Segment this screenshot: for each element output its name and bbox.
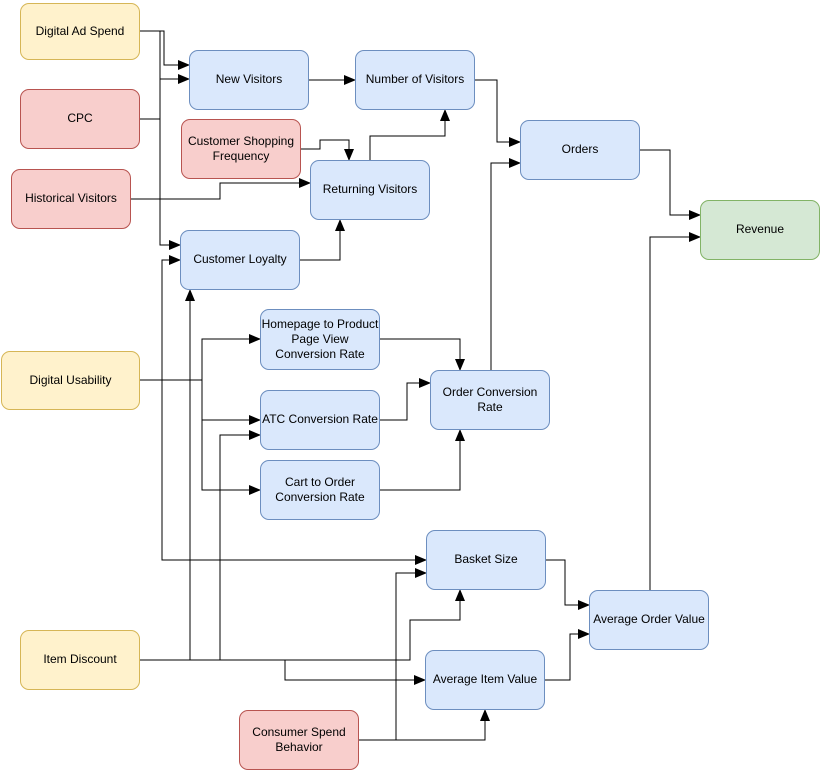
node-label: ATC Conversion Rate bbox=[262, 412, 378, 427]
node-consumer-spend-behavior[interactable]: Consumer Spend Behavior bbox=[239, 710, 359, 770]
edge-average-order-value-to-revenue bbox=[649, 232, 701, 590]
node-cpc[interactable]: CPC bbox=[20, 89, 140, 149]
edge-basket-size-to-average-order-value bbox=[546, 559, 590, 610]
node-atc-cr[interactable]: ATC Conversion Rate bbox=[260, 390, 380, 450]
edge-customer-shopping-frequency-to-returning-visitors bbox=[301, 139, 354, 161]
node-basket-size[interactable]: Basket Size bbox=[426, 530, 546, 590]
node-orders[interactable]: Orders bbox=[520, 120, 640, 180]
edge-item-discount-to-average-item-value bbox=[140, 659, 426, 685]
node-label: Basket Size bbox=[454, 552, 518, 567]
node-label: CPC bbox=[67, 111, 93, 126]
edge-homepage-to-product-cr-to-order-cr bbox=[380, 338, 465, 371]
node-item-discount[interactable]: Item Discount bbox=[20, 630, 140, 690]
node-label: New Visitors bbox=[215, 72, 283, 87]
node-label: Historical Visitors bbox=[25, 191, 117, 206]
node-label: Returning Visitors bbox=[322, 182, 418, 197]
node-label: Customer Shopping Frequency bbox=[187, 133, 295, 163]
edge-number-of-visitors-to-orders bbox=[475, 79, 521, 147]
node-digital-usability[interactable]: Digital Usability bbox=[1, 351, 140, 410]
edge-atc-cr-to-order-cr bbox=[380, 378, 431, 421]
node-returning-visitors[interactable]: Returning Visitors bbox=[310, 160, 430, 220]
node-label: Customer Loyalty bbox=[193, 252, 287, 267]
node-label: Number of Visitors bbox=[365, 72, 465, 87]
node-digital-ad-spend[interactable]: Digital Ad Spend bbox=[20, 3, 140, 60]
edge-consumer-spend-behavior-to-average-item-value bbox=[359, 709, 490, 741]
node-average-item-value[interactable]: Average Item Value bbox=[425, 650, 545, 710]
node-label: Average Item Value bbox=[432, 672, 538, 687]
edge-digital-usability-to-basket-size bbox=[140, 379, 427, 565]
node-number-of-visitors[interactable]: Number of Visitors bbox=[355, 50, 475, 110]
node-historical-visitors[interactable]: Historical Visitors bbox=[11, 169, 131, 229]
edge-average-item-value-to-average-order-value bbox=[545, 629, 590, 681]
node-average-order-value[interactable]: Average Order Value bbox=[589, 590, 709, 650]
node-order-cr[interactable]: Order Conversion Rate bbox=[430, 370, 550, 430]
node-customer-loyalty[interactable]: Customer Loyalty bbox=[180, 230, 300, 290]
node-new-visitors[interactable]: New Visitors bbox=[189, 50, 309, 110]
edge-cart-to-order-cr-to-order-cr bbox=[380, 429, 465, 491]
node-label: Consumer Spend Behavior bbox=[252, 724, 346, 754]
edge-digital-ad-spend-to-customer-loyalty bbox=[140, 30, 181, 250]
node-label: Digital Ad Spend bbox=[35, 23, 125, 38]
node-label: Average Order Value bbox=[593, 612, 705, 627]
edge-digital-usability-to-cart-to-order-cr bbox=[140, 379, 261, 495]
node-revenue[interactable]: Revenue bbox=[700, 200, 820, 260]
node-homepage-to-product-cr[interactable]: Homepage to Product Page View Conversion… bbox=[260, 309, 380, 370]
edge-customer-loyalty-to-returning-visitors bbox=[300, 219, 345, 261]
node-label: Cart to Order Conversion Rate bbox=[275, 474, 365, 504]
node-label: Orders bbox=[561, 142, 599, 157]
node-customer-shopping-frequency[interactable]: Customer Shopping Frequency bbox=[181, 119, 301, 179]
node-cart-to-order-cr[interactable]: Cart to Order Conversion Rate bbox=[260, 460, 380, 520]
edge-orders-to-revenue bbox=[640, 149, 701, 220]
node-label: Homepage to Product Page View Conversion… bbox=[261, 316, 379, 362]
edge-historical-visitors-to-returning-visitors bbox=[131, 178, 311, 200]
edge-item-discount-to-basket-size bbox=[140, 589, 465, 661]
node-label: Order Conversion Rate bbox=[442, 384, 538, 414]
node-label: Digital Usability bbox=[29, 372, 112, 387]
edge-order-cr-to-orders bbox=[490, 158, 521, 370]
node-label: Revenue bbox=[735, 222, 785, 237]
edge-returning-visitors-to-number-of-visitors bbox=[369, 109, 450, 160]
node-label: Item Discount bbox=[43, 652, 117, 667]
